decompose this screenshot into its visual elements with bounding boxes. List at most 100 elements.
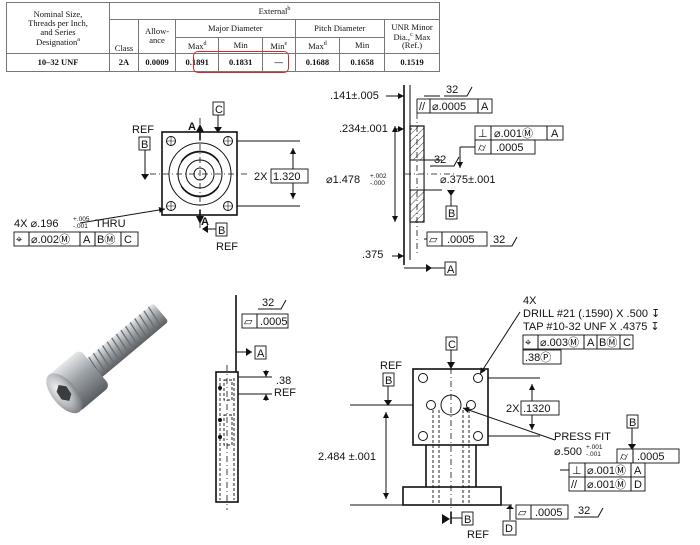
- allowance-cell: 0.0009: [138, 53, 176, 72]
- hole-callout: 4X ⌀.196: [14, 218, 59, 230]
- fcf-press-cyl-tol: .0005: [637, 451, 665, 463]
- datum-a-side: A: [447, 264, 455, 276]
- dim-2x-lower: 2X: [506, 403, 520, 415]
- fcf-par-symbol: //: [419, 101, 426, 113]
- major-min-cell: 0.1831: [218, 53, 263, 72]
- designation-cell: 10–32 UNF: [6, 53, 110, 72]
- dim-234: .234±.001: [339, 123, 388, 135]
- fcf-perp-top: ⊥ ⌀.001Ⓜ A ⌭ .0005: [474, 125, 564, 155]
- ref-label-base: REF: [467, 529, 489, 541]
- ref-38: REF: [274, 387, 296, 399]
- nominal-size-header: Nominal Size, Threads per Inch, and Seri…: [6, 1, 110, 55]
- fcf-flat-lower-tol: .0005: [260, 316, 288, 328]
- fcf-tap-symbol: ⌖: [525, 337, 531, 349]
- datum-b-lower-right: B: [629, 417, 636, 429]
- fcf-press-fit: ⌭ .0005 ⊥ ⌀.001Ⓜ A // ⌀.001Ⓜ D: [568, 448, 680, 492]
- fcf-cyl-tol: .0005: [496, 142, 524, 154]
- press-fit-dia: ⌀.500: [554, 446, 582, 458]
- fcf-par-a: A: [481, 101, 489, 113]
- unr-minor-header: UNR Minor Dia.,c Max (Ref.): [384, 18, 440, 55]
- major-diameter-header: Major Diameter: [175, 18, 296, 39]
- dim-1320-top: 1.320: [273, 171, 301, 183]
- fcf-press-perp-tol: ⌀.001Ⓜ: [587, 464, 626, 477]
- dim-1478: ⌀1.478: [326, 174, 360, 186]
- fcf-cyl-symbol: ⌭: [478, 142, 486, 154]
- fcf-flat-base-tol: .0005: [535, 507, 563, 519]
- finish-32-lower: 32: [262, 297, 274, 309]
- fcf-flat-lower: ⏥ .0005: [241, 313, 289, 329]
- dim-38: .38: [276, 375, 291, 387]
- datum-b-top: B: [141, 139, 148, 151]
- fcf-tap-tol: ⌀.003Ⓜ: [540, 336, 579, 349]
- fcf-pos-b: BⓂ: [97, 233, 115, 246]
- side-body: [215, 371, 239, 503]
- dim-2484: 2.484 ±.001: [318, 451, 376, 463]
- fcf-press-par-symbol: //: [571, 479, 578, 491]
- datum-a-lower: A: [257, 348, 265, 360]
- fcf-perp-tol: ⌀.001Ⓜ: [494, 127, 533, 140]
- dim-1478-lower: -.000: [370, 180, 385, 187]
- fcf-tap-c: C: [623, 337, 631, 349]
- fcf-flat-base-symbol: ⏥: [518, 507, 527, 519]
- top-side-view: .141±.005 32 // ⌀.0005 A .234±.001: [326, 84, 564, 276]
- section-a-top: A: [188, 121, 196, 133]
- press-fit-lower: -.001: [586, 451, 601, 458]
- fcf-press-perp-a: A: [634, 465, 642, 477]
- finish-32-bottom: 32: [493, 234, 505, 246]
- dim-141: .141±.005: [330, 90, 379, 102]
- fcf-parallel-top: // ⌀.0005 A: [416, 98, 493, 114]
- fcf-pos-tol: ⌀.002Ⓜ: [31, 233, 70, 246]
- fcf-flat-tol: .0005: [447, 234, 475, 246]
- fcf-tap-position: ⌖ ⌀.003Ⓜ A BⓂ C: [522, 334, 634, 350]
- fcf-proj-zone: .38Ⓟ: [525, 351, 551, 364]
- datum-b-bottom: B: [218, 225, 225, 237]
- fcf-press-cyl-symbol: ⌭: [620, 451, 628, 463]
- fcf-flat-symbol: ⏥: [429, 234, 438, 246]
- fcf-tap-b: BⓂ: [599, 336, 617, 349]
- dim-375-dia: ⌀.375±.001: [440, 174, 495, 186]
- datum-b-base: B: [464, 514, 471, 526]
- pillar-base: [402, 486, 502, 506]
- unr-minor-cell: 0.1519: [384, 53, 440, 72]
- finish-32-base: 32: [578, 505, 590, 517]
- press-fit-hole: [440, 394, 462, 416]
- ref-label-lower: REF: [380, 360, 402, 372]
- fcf-perp-a: A: [551, 128, 559, 140]
- fcf-par-tol: ⌀.0005: [432, 101, 466, 113]
- datum-b-side: B: [448, 208, 455, 220]
- press-fit-label: PRESS FIT: [554, 431, 611, 443]
- dim-2x-top: 2X: [254, 171, 268, 183]
- dim-1478-upper: +.002: [370, 173, 387, 180]
- fcf-flat-top: ⏥ .0005: [426, 231, 488, 247]
- fcf-press-par-tol: ⌀.001Ⓜ: [587, 478, 626, 491]
- bottom-front-view: C 4X DRILL #21 (.1590) X .500 ↧ TAP #10-…: [318, 295, 680, 541]
- pitch-min-header: Min: [339, 37, 385, 55]
- tap-note: TAP #10-32 UNF X .4375 ↧: [523, 321, 660, 333]
- drill-note: DRILL #21 (.1590) X .500 ↧: [523, 308, 660, 320]
- datum-c-lower: C: [448, 339, 456, 351]
- ref-label-bottom: REF: [216, 241, 238, 253]
- datum-d: D: [505, 523, 513, 535]
- thread-spec-table: Nominal Size, Threads per Inch, and Seri…: [6, 1, 440, 72]
- fcf-flat-lower-symbol: ⏥: [244, 316, 253, 328]
- fcf-pos-c: C: [124, 234, 132, 246]
- hole-tol-lower: -.001: [73, 223, 88, 230]
- pillar-top-block: [412, 368, 489, 446]
- fcf-pos-symbol: ⌖: [16, 234, 22, 246]
- ref-label-top: REF: [132, 124, 154, 136]
- drill-4x: 4X: [523, 295, 537, 307]
- fcf-pos-a: A: [83, 234, 91, 246]
- allowance-header: Allow-ance: [138, 18, 176, 55]
- fcf-position-top: ⌖ ⌀.002Ⓜ A BⓂ C: [13, 231, 139, 247]
- press-fit-upper: +.001: [586, 444, 603, 451]
- datum-c-top: C: [215, 104, 223, 116]
- hole-tol-upper: +.005: [73, 216, 90, 223]
- dim-375: .375: [362, 249, 383, 261]
- top-front-view: A A REF B C 2X 1.320 4X ⌀.196 +.0: [13, 101, 309, 253]
- finish-32-top: 32: [446, 84, 458, 96]
- dim-1320-lower: .1320: [523, 403, 551, 415]
- socket-head-bolt-image: [46, 304, 168, 414]
- fcf-press-par-d: D: [634, 479, 642, 491]
